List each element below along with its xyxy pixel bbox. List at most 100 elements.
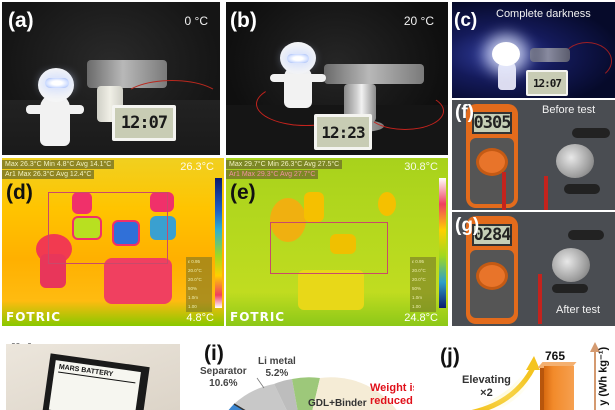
thermal-stats-line1: Max 29.7°C Min 26.3°C Avg 27.5°C: [226, 160, 343, 169]
battery-label-text: MARS BATTERY: [58, 363, 137, 384]
panel-e-thermal: Max 29.7°C Min 26.3°C Avg 27.5°C Ar1 Max…: [226, 158, 448, 326]
param-emissivity: ε 0.95: [412, 259, 425, 264]
astronaut-toy: [40, 94, 70, 146]
li-metal-value: 5.2%: [265, 367, 289, 379]
astronaut-toy: [498, 60, 516, 90]
bar-value-label: 765: [545, 349, 566, 363]
warm-region: [378, 192, 396, 216]
param-ambient-temp: 20.0°C: [412, 277, 426, 282]
clip: [552, 284, 588, 293]
thermal-stats-line2: Ar1 Max 26.3°C Avg 12.4°C: [2, 170, 95, 179]
warm-region: [304, 192, 324, 222]
red-probe: [544, 176, 548, 210]
param-humidity: 50%: [412, 286, 422, 291]
thermal-stats-line2: Ar1 Max 29.3°C Avg 27.7°C: [226, 170, 319, 179]
scale-max-temp: 26.3°C: [180, 161, 214, 173]
panel-label-c: (c): [454, 10, 478, 31]
param-emissivity: ε 0.95: [188, 259, 201, 264]
battery-warm: [330, 234, 356, 254]
panel-c-photo: 12:07 (c) Complete darkness: [452, 2, 615, 98]
panel-b-photo: 12:23 (b) 20 °C: [226, 2, 448, 155]
param-humidity: 50%: [188, 286, 198, 291]
thermal-params-panel: ε 0.95 20.0°C 20.0°C 50% 1.0m 1.00: [410, 257, 436, 312]
temperature-label: 0 °C: [184, 14, 208, 28]
slice-li-metal: [292, 377, 320, 410]
battery-device: [324, 64, 424, 84]
panel-i-pie-chart: (i) Separator 10.6% Li metal 5.2% GDL+Bi…: [182, 336, 414, 410]
caption-after-test: After test: [556, 304, 601, 316]
cool-region: [72, 216, 102, 240]
measurement-area-box: [48, 192, 168, 264]
temperature-label: 20 °C: [403, 14, 434, 28]
meter-dial[interactable]: [476, 262, 508, 290]
clock-warm: [298, 270, 364, 310]
astronaut-arms: [270, 74, 326, 82]
panel-label-a: (a): [8, 9, 34, 32]
panel-label-i: (i): [204, 342, 224, 365]
multimeter: 0305: [466, 104, 518, 208]
color-scale-bar: [215, 178, 222, 308]
astronaut-helmet-glowing: [492, 42, 520, 66]
red-wire: [562, 42, 612, 80]
weight-reduced-annotation: Weight is reduced: [370, 382, 414, 408]
elevating-factor: ×2: [480, 386, 493, 399]
meter-display: 0284: [472, 224, 512, 246]
panel-d-thermal: Max 26.3°C Min 4.8°C Avg 14.1°C Ar1 Max …: [2, 158, 224, 326]
panel-j-bar-chart: (j) 765 Elevating ×2 y (Wh kg⁻¹): [414, 336, 615, 410]
red-probe: [538, 274, 542, 324]
red-wire: [366, 92, 444, 130]
battery-cell: [552, 248, 590, 282]
param-transmission: 1.00: [412, 304, 421, 309]
panel-label-b: (b): [230, 9, 257, 32]
clip: [572, 128, 610, 138]
panel-g-photo: 0284 (g) After test: [452, 212, 615, 326]
lcd-clock: 12:07: [112, 105, 176, 141]
slice-separator-shade: [274, 379, 298, 410]
slice-label-separator: Separator 10.6%: [200, 366, 247, 389]
clock-display: 12:07: [528, 72, 566, 94]
measurement-area-box: [270, 222, 388, 274]
astronaut-heat: [270, 198, 306, 242]
panel-label-d: (d): [6, 181, 33, 204]
thermal-params-panel: ε 0.95 20.0°C 20.0°C 50% 1.0m 1.00: [186, 257, 212, 312]
pie-chart-graphic: [228, 377, 397, 410]
clip: [568, 230, 604, 240]
battery-label: MARS BATTERY: [48, 360, 141, 410]
panel-label-e: (e): [230, 181, 256, 204]
astronaut-body-heat: [40, 254, 66, 288]
battery-cell: [556, 144, 594, 178]
hot-spot: [150, 192, 174, 212]
y-axis-label: y (Wh kg⁻¹): [597, 346, 610, 406]
param-reflected-temp: 20.0°C: [412, 268, 426, 273]
panel-f-photo: 0305 (f) Before test: [452, 100, 615, 210]
slice-label-li-metal: Li metal 5.2%: [258, 356, 296, 379]
param-distance: 1.0m: [412, 295, 423, 300]
param-distance: 1.0m: [188, 295, 199, 300]
red-wire: [256, 82, 356, 126]
panel-a-photo: 12:07 (a) 0 °C: [2, 2, 220, 155]
separator-name: Separator: [200, 366, 247, 377]
lcd-clock: 12:23: [314, 114, 372, 150]
panel-h-photo: MARS BATTERY: [6, 344, 180, 410]
panel-label-j: (j): [440, 345, 460, 368]
astronaut-arms: [26, 105, 84, 114]
elevating-annotation: Elevating ×2: [462, 374, 511, 399]
caption-before-test: Before test: [542, 104, 596, 116]
energy-density-bar: [544, 366, 574, 410]
separator-value: 10.6%: [209, 377, 238, 389]
panel-label-f: (f): [455, 102, 474, 123]
param-ambient-temp: 20.0°C: [188, 277, 202, 282]
astronaut-visor-light: [45, 78, 69, 88]
lcd-clock: 12:07: [526, 70, 568, 96]
slice-label-gdl-binder: GDL+Binder: [308, 398, 367, 409]
scale-max-temp: 30.8°C: [404, 161, 438, 173]
meter-dial[interactable]: [476, 148, 508, 176]
fotric-logo: FOTRIC: [230, 310, 286, 324]
scale-min-temp: 24.8°C: [404, 312, 438, 324]
thermal-stats-line1: Max 26.3°C Min 4.8°C Avg 14.1°C: [2, 160, 115, 169]
battery-device: [530, 48, 570, 62]
bar-side: [540, 366, 546, 410]
li-metal-name: Li metal: [258, 356, 296, 367]
meter-display: 0305: [472, 112, 512, 134]
